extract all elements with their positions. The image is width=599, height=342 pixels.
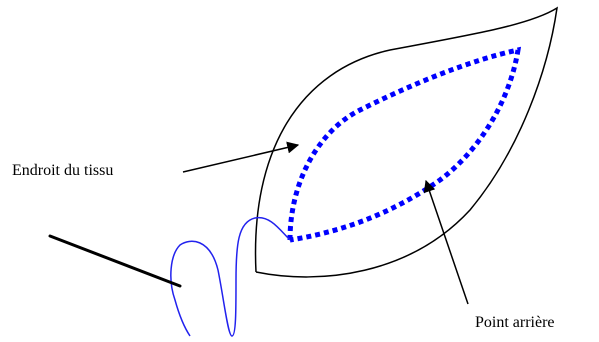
thread-line <box>170 216 291 337</box>
fabric-arrow <box>182 141 300 173</box>
fabric-label: Endroit du tissu <box>12 162 114 179</box>
backstitch-line <box>287 46 522 243</box>
backstitch-label: Point arrière <box>475 314 555 331</box>
backstitch-arrow <box>423 179 469 305</box>
needle <box>48 234 182 288</box>
fabric-outline <box>254 6 558 278</box>
